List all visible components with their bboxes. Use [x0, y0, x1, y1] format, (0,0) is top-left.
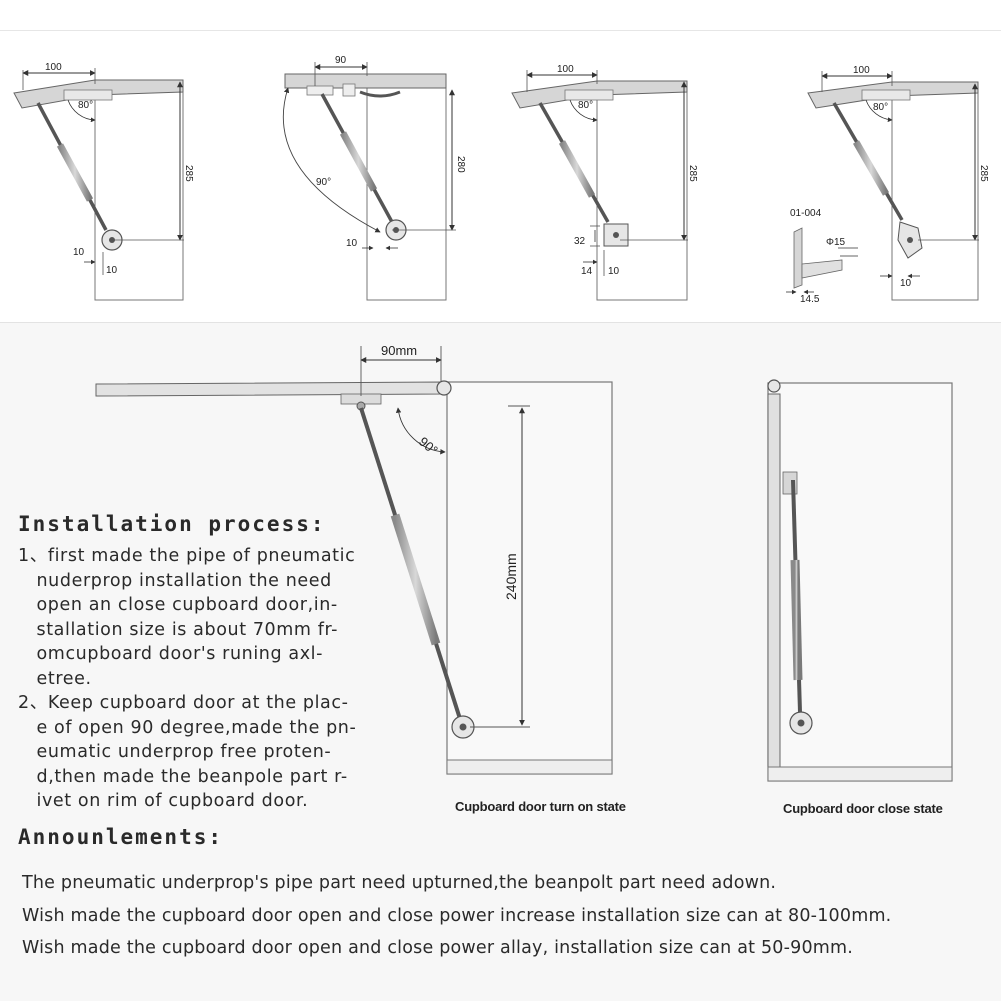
height-label: 240mm: [503, 553, 519, 600]
dim-width-label: 90: [335, 55, 347, 66]
open-state-caption: Cupboard door turn on state: [455, 799, 626, 814]
dim-top-label: 90mm: [381, 343, 417, 358]
instruction-line: ivet on rim of cupboard door.: [18, 791, 309, 811]
angle-label: 80°: [78, 100, 93, 111]
instruction-line: eumatic underprop free proten-: [18, 742, 332, 762]
offset-label-b: 10: [106, 265, 118, 276]
offset-label-a: 14: [581, 266, 593, 277]
vertical-offset-label: 32: [574, 236, 586, 247]
top-border-line: [0, 30, 1001, 31]
angle-label: 80°: [873, 102, 888, 113]
diameter-label: Φ15: [826, 237, 846, 248]
hinge-diagram-4: 100 80° 285 01-004 Φ15 14.5 10: [786, 65, 989, 305]
announcements-title: Announlements:: [18, 825, 224, 849]
instruction-line: open an close cupboard door,in-: [18, 595, 338, 615]
instruction-line: stallation size is about 70mm fr-: [18, 619, 339, 640]
hinge-diagram-2: 90 90° 280 10: [282, 55, 466, 301]
band-separator: [0, 322, 1001, 323]
installation-process: Installation process: 1、first made the p…: [18, 512, 438, 814]
instruction-line: nuderprop installation the need: [18, 570, 332, 591]
installation-title: Installation process:: [18, 512, 326, 536]
open-state-diagram: 90mm 90° 240mm: [95, 343, 613, 775]
offset-label-b: 10: [900, 278, 912, 289]
part-number-label: 01-004: [790, 208, 822, 219]
dim-width-label: 100: [45, 62, 62, 73]
height-label: 285: [183, 165, 194, 182]
closed-state-diagram: [767, 379, 953, 782]
instruction-line: 1、first made the pipe of pneumatic: [18, 546, 356, 566]
offset-label-b: 10: [608, 266, 620, 277]
offset-label-a: 10: [73, 247, 85, 258]
dim-width-label: 100: [853, 65, 870, 76]
dim-width-label: 100: [557, 64, 574, 75]
hinge-diagram-3: 100 80° 285 32 14 10: [511, 64, 698, 301]
instruction-line: e of open 90 degree,made the pn-: [18, 717, 357, 738]
announcement-line: The pneumatic underprop's pipe part need…: [22, 873, 777, 893]
angle-label: 80°: [578, 100, 593, 111]
angle-label: 90°: [316, 177, 331, 188]
instruction-line: etree.: [18, 668, 92, 689]
offset-label-a: 14.5: [800, 294, 820, 305]
height-label: 285: [687, 165, 698, 182]
offset-label-a: 10: [346, 238, 358, 249]
height-label: 285: [978, 165, 989, 182]
instruction-line: d,then made the beanpole part r-: [18, 766, 348, 787]
announcement-line: Wish made the cupboard door open and clo…: [22, 906, 892, 926]
hinge-diagram-1: 100 80° 285 10 10: [13, 62, 194, 301]
height-label: 280: [455, 156, 466, 173]
announcement-line: Wish made the cupboard door open and clo…: [22, 938, 854, 958]
angle-label: 90°: [416, 434, 441, 458]
instruction-line: 2、Keep cupboard door at the plac-: [18, 693, 349, 713]
instruction-line: omcupboard door's runing axl-: [18, 644, 324, 664]
closed-state-caption: Cupboard door close state: [783, 801, 943, 816]
